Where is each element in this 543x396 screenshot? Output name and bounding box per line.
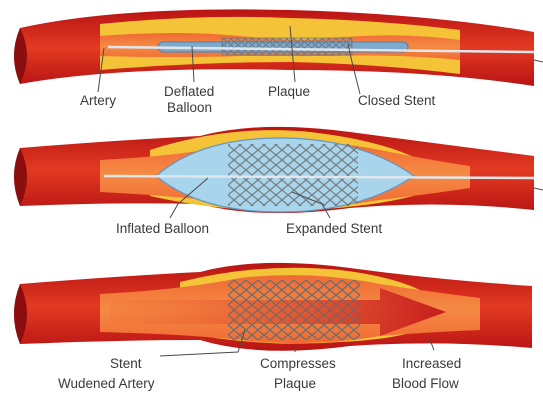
label-deflated-balloon-line2: Balloon [167, 100, 212, 115]
label-compresses-plaque: Plaque [274, 376, 316, 391]
panel-3-artery [14, 263, 532, 351]
label-plaque: Plaque [268, 84, 310, 99]
label-expanded-stent: Expanded Stent [286, 221, 382, 236]
label-deflated-balloon-line1: Deflated [164, 84, 214, 99]
closed-stent [222, 38, 352, 55]
label-increased: Increased [402, 356, 461, 371]
label-artery: Artery [80, 93, 116, 108]
stent-overlay [228, 280, 360, 340]
panel-1-artery [14, 9, 534, 86]
label-inflated-balloon: Inflated Balloon [116, 221, 209, 236]
label-blood-flow: Blood Flow [392, 376, 459, 391]
expanded-stent [228, 144, 358, 206]
label-compresses: Compresses [260, 356, 336, 371]
panel-2-artery [14, 127, 534, 213]
label-closed-stent: Closed Stent [358, 93, 436, 108]
label-stent: Stent [110, 356, 142, 371]
label-widened-artery: Wudened Artery [58, 376, 155, 391]
